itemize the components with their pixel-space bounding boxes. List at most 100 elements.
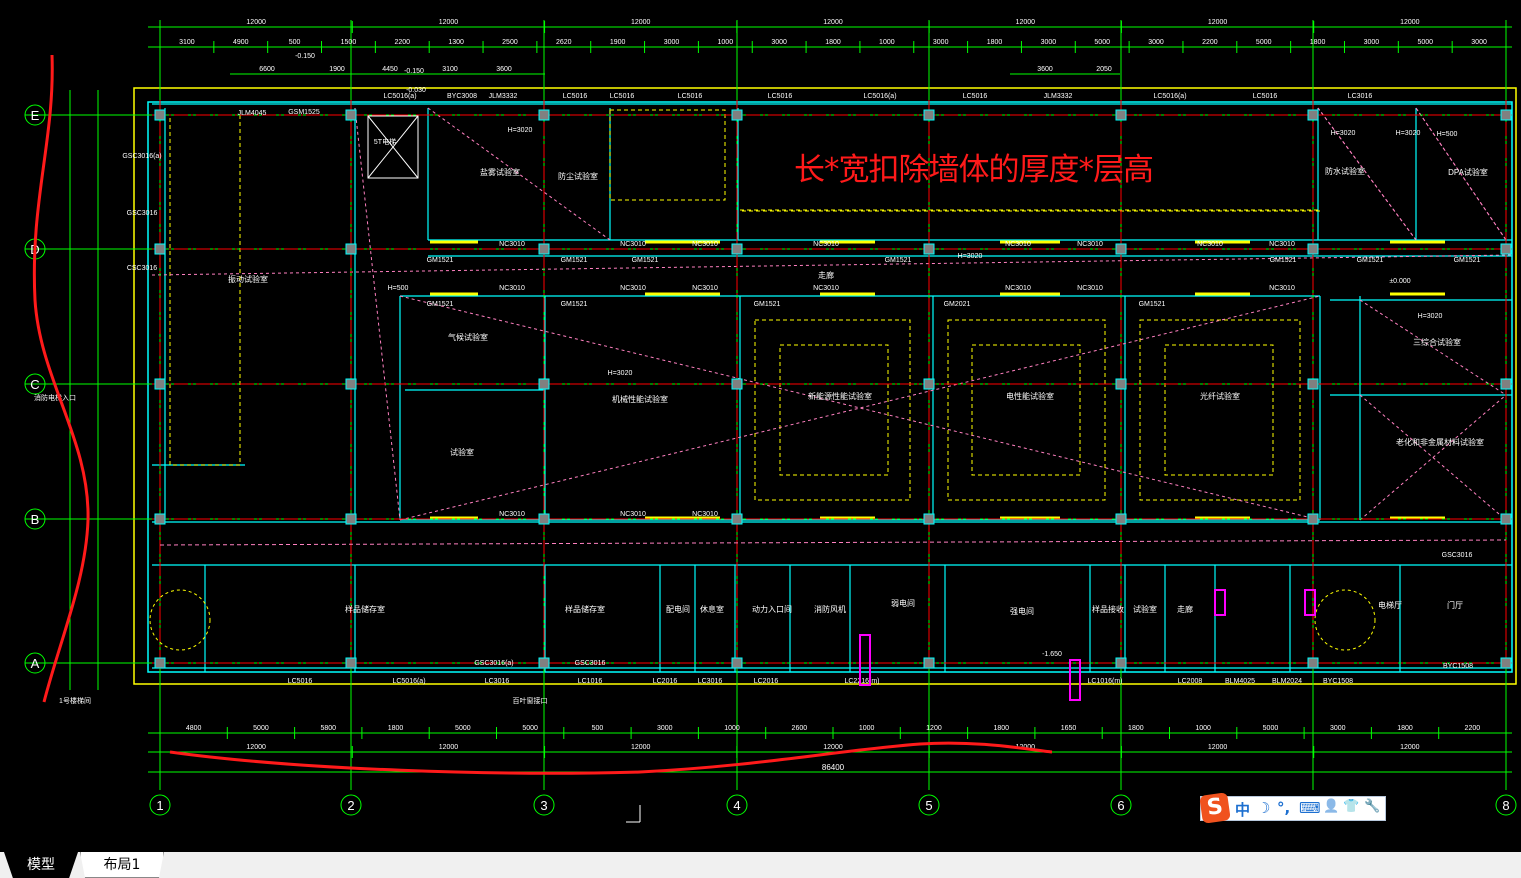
opening-label: LC2008 [1178, 678, 1203, 685]
room-label: 样品接收 [1092, 604, 1124, 614]
dimension-text: 1900 [329, 66, 345, 73]
room-label: 走廊 [1177, 604, 1193, 614]
dimension-text: 3100 [442, 66, 458, 73]
tab-layout-1[interactable]: 布局1 [80, 852, 164, 878]
axis-label-C: C [30, 377, 39, 392]
opening-label: LC5016(a) [392, 678, 425, 685]
punctuation-icon[interactable]: °, [1277, 799, 1291, 817]
dimension-text: 1000 [879, 39, 895, 46]
hatch-line [427, 107, 611, 241]
dimension-text: 1800 [1128, 725, 1144, 732]
opening-label: LC5016 [963, 93, 988, 100]
drawing-note: H=3020 [608, 370, 633, 377]
column [923, 513, 935, 525]
axis-label-1: 1 [156, 798, 163, 813]
opening-label: LC1016(m) [1087, 678, 1122, 685]
opening-label: LC5016 [768, 93, 793, 100]
column [1307, 513, 1319, 525]
red-markup-stroke [169, 741, 1053, 775]
sogou-logo-icon[interactable]: S [1199, 792, 1231, 824]
dimension-text: 5000 [1094, 39, 1110, 46]
axis-label-2: 2 [347, 798, 354, 813]
dimension-text: 3000 [771, 39, 787, 46]
layout-tab-bar: 模型 布局1 [0, 852, 1521, 878]
tab-model[interactable]: 模型 [4, 852, 78, 878]
opening-label: GSC3016 [127, 210, 158, 217]
equipment-outline [947, 319, 1106, 501]
fixture [1304, 589, 1316, 616]
opening-label: GM2021 [944, 301, 971, 308]
drawing-note: 1号楼梯间 [59, 696, 91, 705]
axis-label-E: E [31, 108, 40, 123]
dimension-text: 2050 [1096, 66, 1112, 73]
hatch-line [399, 295, 1321, 521]
column [1500, 243, 1512, 255]
room-label: 休息室 [700, 604, 724, 614]
opening-label: NC3010 [813, 285, 839, 292]
dimension-text: 1800 [1310, 39, 1326, 46]
axis-bubble-2 [340, 794, 362, 816]
dimension-text: 3000 [1148, 39, 1164, 46]
opening-label: LC1016 [578, 678, 603, 685]
hatch-line [151, 254, 1513, 276]
half-width-moon-icon[interactable]: ☽ [1257, 799, 1271, 817]
room-label: 样品储存室 [345, 604, 385, 614]
opening-label: BLM4025 [1225, 678, 1255, 685]
dimension-text: 1800 [993, 725, 1009, 732]
opening-label: JLM3332 [1044, 93, 1073, 100]
opening-label: JLM4045 [238, 110, 267, 117]
settings-wrench-icon[interactable]: 🔧 [1364, 799, 1381, 814]
dimension-text: 3000 [933, 39, 949, 46]
dimension-text: 5000 [1263, 725, 1279, 732]
drawing-note: ±0.000 [1389, 278, 1410, 285]
drawing-note: 消防电梯入口 [34, 393, 76, 402]
opening-label: LC5016 [610, 93, 635, 100]
opening-label: NC3010 [813, 241, 839, 248]
dimension-text: 500 [289, 39, 301, 46]
dimension-text: 4900 [233, 39, 249, 46]
keyboard-icon[interactable]: ⌨ [1299, 799, 1321, 817]
room-label: 动力入口间 [752, 604, 792, 614]
axis-bubble-3 [533, 794, 555, 816]
opening-label: NC3010 [620, 285, 646, 292]
room-label: 试验室 [1133, 604, 1157, 614]
outer-wall-line [133, 87, 1517, 685]
dimension-text: 5000 [1417, 39, 1433, 46]
dimension-text: 12000 [1208, 19, 1228, 26]
dimension-text: 5000 [522, 725, 538, 732]
opening-label: LC3016 [698, 678, 723, 685]
dimension-text: 12000 [246, 19, 266, 26]
opening-label: GM1521 [632, 257, 659, 264]
room-label: 电性能试验室 [1006, 391, 1054, 401]
dimension-text: 3000 [1471, 39, 1487, 46]
dimension-text: 1800 [388, 725, 404, 732]
red-markup-stroke [32, 54, 90, 703]
opening-label: LC3016 [1348, 93, 1373, 100]
column [345, 378, 357, 390]
column [1500, 513, 1512, 525]
equipment-outline [739, 209, 1321, 212]
skin-shirt-icon[interactable]: 👕 [1343, 799, 1360, 814]
column [1115, 378, 1127, 390]
column [154, 243, 166, 255]
chinese-mode-icon[interactable]: 中 [1235, 801, 1251, 819]
opening-label: NC3010 [499, 511, 525, 518]
opening-label: NC3010 [692, 285, 718, 292]
axis-bubble-C [24, 373, 46, 395]
dimension-text: 5000 [253, 725, 269, 732]
elevation-mark: -0.150 [404, 68, 424, 75]
ime-toolbar[interactable]: S 中 ☽ °, ⌨ 👤 👕 🔧 [1199, 792, 1386, 824]
opening-label: LC5016 [1253, 93, 1278, 100]
opening-label: GM1521 [1454, 257, 1481, 264]
dimension-text: 3000 [657, 725, 673, 732]
dimension-text: 2200 [1202, 39, 1218, 46]
elevator-cross [367, 115, 419, 179]
axis-bubble-4 [726, 794, 748, 816]
opening-label: NC3010 [1077, 241, 1103, 248]
column [923, 243, 935, 255]
user-icon[interactable]: 👤 [1323, 799, 1340, 814]
dimension-text: 12000 [439, 744, 459, 751]
dimension-text: 1000 [724, 725, 740, 732]
